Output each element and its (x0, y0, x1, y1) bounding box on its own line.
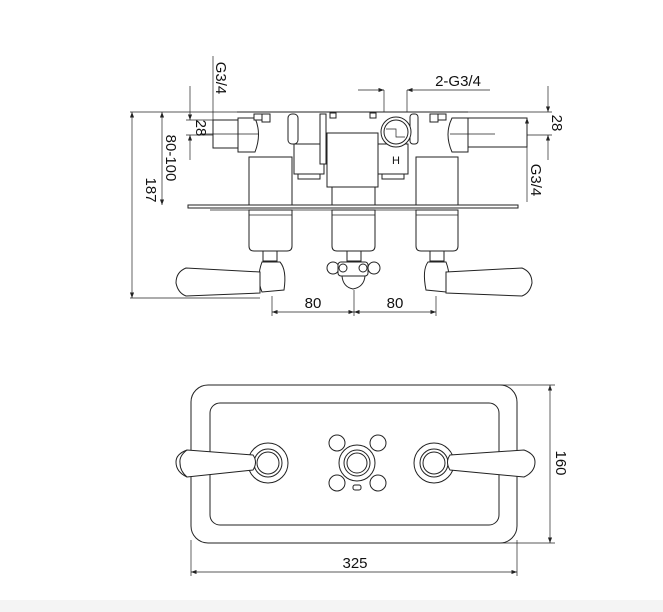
left-valve-body (175, 156, 293, 297)
front-right-handle (413, 442, 536, 484)
left-lever-handle (175, 267, 261, 297)
front-view: 325 160 (175, 384, 569, 576)
spacing-left-label: 80 (305, 295, 322, 312)
side-view: H 187 80-100 28 G (129, 56, 565, 316)
spacing-right-label: 80 (387, 295, 404, 312)
outlet-thread-label: 2-G3/4 (435, 73, 481, 90)
right-thread-label: G3/4 (527, 164, 544, 197)
right-valve-body (415, 117, 533, 297)
depth-range-label: 80-100 (162, 135, 179, 182)
front-left-handle (175, 442, 289, 484)
hot-marking: H (392, 155, 400, 167)
left-thread-label: G3/4 (212, 62, 229, 95)
overall-height-label: 187 (142, 177, 159, 202)
center-valve-body (326, 132, 381, 290)
right-lever-handle (445, 267, 533, 297)
left-offset-label: 28 (192, 120, 209, 137)
left-inlet (200, 113, 271, 153)
side-dimensions: 187 80-100 28 G3/4 2-G3/4 28 G3/4 (129, 56, 565, 316)
front-center-cross-handle (328, 434, 387, 492)
plate-width-label: 325 (342, 555, 367, 572)
plate-height-label: 160 (552, 450, 569, 475)
outlet-connection: H (380, 90, 412, 167)
right-offset-label: 28 (548, 115, 565, 132)
front-dimensions: 325 160 (190, 384, 569, 576)
